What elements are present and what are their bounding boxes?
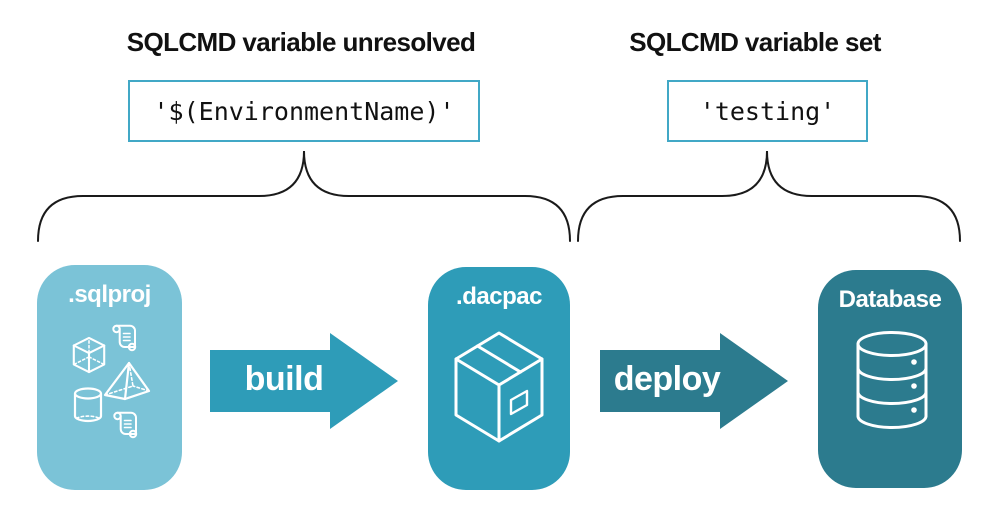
code-value-set: 'testing' — [699, 96, 836, 126]
package-icon — [454, 331, 544, 443]
node-dacpac-label: .dacpac — [456, 283, 542, 310]
brace-right — [577, 150, 961, 242]
code-box-unresolved: '$(EnvironmentName)' — [128, 80, 480, 142]
build-arrow — [210, 333, 398, 429]
node-database: Database — [818, 270, 962, 488]
brace-left — [37, 150, 571, 242]
code-box-set: 'testing' — [667, 80, 868, 142]
script-scroll-icon — [112, 324, 137, 352]
deploy-arrow — [600, 333, 788, 429]
node-sqlproj-label: .sqlproj — [68, 281, 151, 308]
node-database-label: Database — [838, 286, 942, 313]
cylinder-icon — [73, 387, 103, 423]
heading-sqlcmd-unresolved: SQLCMD variable unresolved — [126, 27, 476, 57]
node-sqlproj: .sqlproj — [37, 265, 182, 490]
heading-sqlcmd-set: SQLCMD variable set — [629, 27, 881, 57]
node-dacpac: .dacpac — [428, 267, 570, 490]
script-scroll-icon — [113, 411, 138, 439]
cube-icon — [72, 336, 106, 374]
code-value-unresolved: '$(EnvironmentName)' — [153, 96, 455, 126]
database-icon — [856, 331, 928, 429]
deploy-arrow-label: deploy — [613, 359, 721, 398]
build-arrow-label: build — [244, 359, 324, 398]
pyramid-icon — [103, 361, 151, 401]
